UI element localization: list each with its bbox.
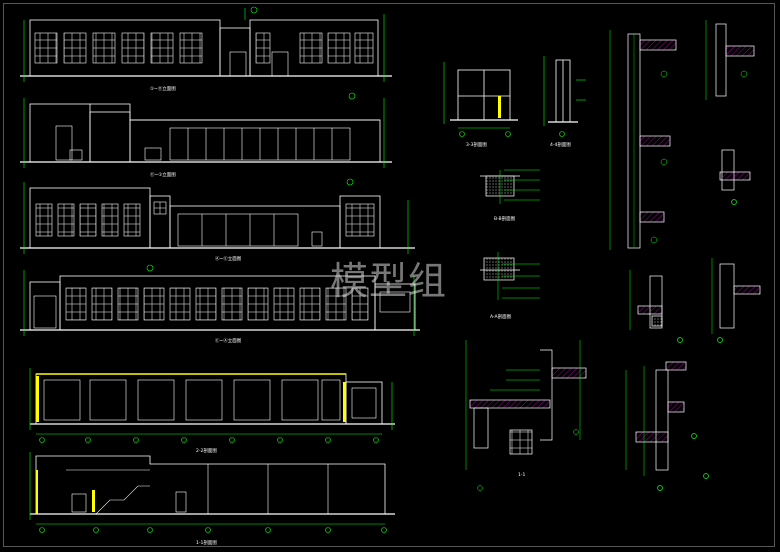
title-elev-3: Ⓐ~Ⓔ立面图 (215, 255, 242, 262)
section-4-4 (543, 56, 586, 137)
parapet-detail-1 (629, 270, 683, 343)
title-section-1-1: 1-1剖面图 (196, 539, 217, 546)
eave-detail-right (625, 361, 709, 491)
wall-detail-tall (609, 30, 677, 250)
title-section-4-4: 4-4剖面图 (550, 141, 571, 148)
title-elev-2: ⑪~①立面图 (150, 171, 176, 178)
elevation-4 (20, 264, 420, 336)
wall-detail-top-right (705, 20, 755, 100)
title-elev-4: Ⓔ~Ⓐ立面图 (215, 337, 242, 344)
section-3-3 (443, 62, 518, 137)
sheet-border (3, 3, 775, 547)
elevation-2 (20, 92, 392, 168)
title-detail-b-b: B-B剖面图 (494, 215, 516, 222)
title-detail-1-1: 1-1 (518, 472, 525, 478)
section-2-2 (29, 368, 395, 443)
parapet-detail-2 (711, 258, 761, 343)
elevation-3 (20, 178, 415, 254)
eave-detail-left (465, 340, 587, 491)
wall-detail-mid-right (719, 149, 751, 205)
title-section-2-2: 2-2剖面图 (196, 447, 217, 454)
title-elev-1: ①~⑪立面图 (150, 85, 176, 92)
elevation-1 (20, 6, 392, 82)
detail-a-a (480, 252, 540, 300)
title-detail-a-a: A-A剖面图 (490, 313, 512, 320)
watermark-text: 模型组 (330, 259, 448, 303)
section-1-1 (29, 452, 395, 533)
title-section-3-3: 3-3剖面图 (466, 141, 487, 148)
detail-b-b (480, 169, 540, 204)
